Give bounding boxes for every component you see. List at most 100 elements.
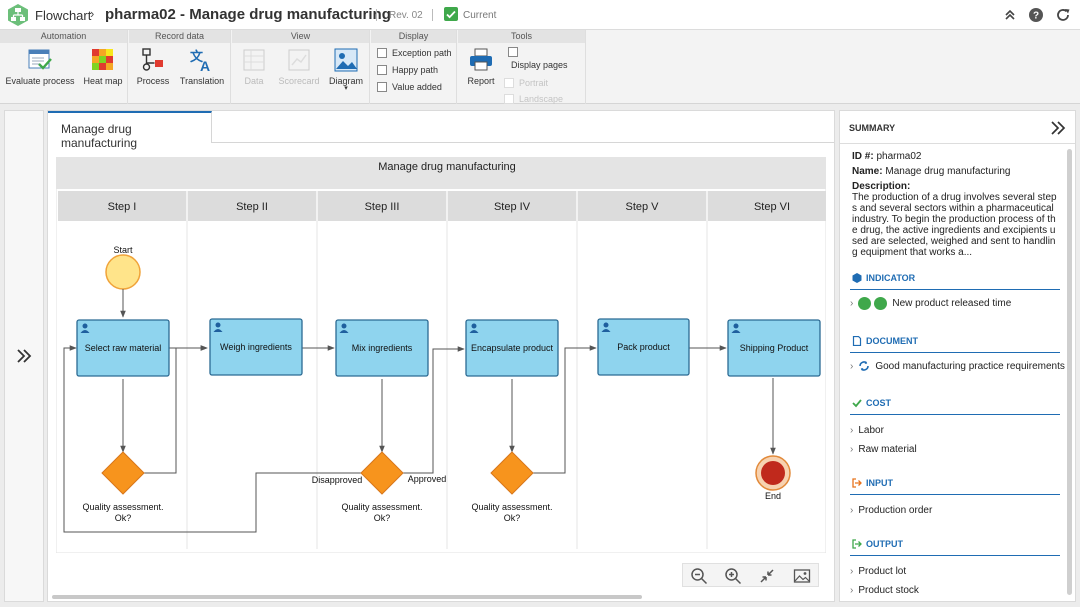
- task-node[interactable]: Select raw material: [76, 319, 170, 377]
- output-section-title[interactable]: OUTPUT: [850, 539, 1060, 556]
- scorecard-button[interactable]: Scorecard: [274, 47, 324, 86]
- indicator-item-label: New product released time: [892, 298, 1012, 309]
- decision-gateway[interactable]: Quality assessment.Ok?: [471, 451, 553, 523]
- user-task-icon: [213, 322, 223, 332]
- diagram-panel: Manage drug manufacturing Manage drug ma…: [47, 110, 835, 602]
- display-pages-checkbox[interactable]: Display pages: [508, 47, 568, 70]
- output-item[interactable]: ›Product stock: [850, 585, 919, 596]
- checkbox-box[interactable]: [377, 48, 387, 58]
- document-icon: [852, 336, 862, 346]
- lane-title: Step III: [365, 201, 400, 213]
- fit-to-screen-icon[interactable]: [758, 567, 776, 585]
- task-label: Mix ingredients: [352, 343, 413, 353]
- help-icon[interactable]: ?: [1027, 6, 1045, 24]
- happy-path-checkbox[interactable]: Happy path: [377, 65, 438, 75]
- exception-path-checkbox[interactable]: Exception path: [377, 48, 452, 58]
- lane-title: Step II: [236, 201, 268, 213]
- input-heading: INPUT: [866, 478, 893, 488]
- expand-right-icon[interactable]: [13, 345, 35, 367]
- chevron-right-icon: ›: [850, 425, 854, 436]
- collapse-up-icon[interactable]: [1001, 6, 1019, 24]
- heat-map-button[interactable]: Heat map: [80, 47, 126, 86]
- landscape-option[interactable]: Landscape: [504, 94, 563, 104]
- document-section-title[interactable]: DOCUMENT: [850, 336, 1060, 353]
- start-label: Start: [113, 245, 133, 255]
- description-heading: Description:: [852, 181, 911, 192]
- svg-text:?: ?: [1033, 11, 1039, 22]
- value-added-label: Value added: [392, 82, 442, 92]
- landscape-label: Landscape: [519, 94, 564, 104]
- cost-item[interactable]: ›Raw material: [850, 444, 917, 455]
- status-dot-icon: [858, 297, 872, 310]
- checkbox-box[interactable]: [377, 65, 387, 75]
- indicator-section-title[interactable]: INDICATOR: [850, 273, 1060, 290]
- translation-icon: 文 A: [190, 49, 210, 73]
- decision-gateway[interactable]: Quality assessment.Ok?: [341, 451, 423, 523]
- user-task-icon: [601, 322, 611, 332]
- report-button[interactable]: Report: [464, 47, 498, 86]
- status-dot-icon: [874, 297, 888, 310]
- ribbon-group-title: Record data: [129, 30, 230, 43]
- description-text: The production of a drug involves severa…: [852, 192, 1057, 258]
- task-node[interactable]: Weigh ingredients: [209, 318, 303, 376]
- landscape-icon: [504, 94, 514, 104]
- app-name[interactable]: Flowchart: [35, 8, 92, 23]
- heat-map-icon: [92, 49, 113, 70]
- header-divider: [376, 9, 377, 21]
- decision-gateway[interactable]: Quality assessment.Ok?: [82, 451, 164, 523]
- indicator-item[interactable]: › New product released time: [850, 297, 1011, 310]
- task-node[interactable]: Pack product: [597, 318, 690, 376]
- chevron-right-icon: ›: [850, 566, 854, 577]
- diagram-button[interactable]: Diagram ▾: [326, 47, 366, 92]
- heat-map-label: Heat map: [83, 76, 123, 86]
- checkbox-box[interactable]: [377, 82, 387, 92]
- gateway-label: Ok?: [115, 513, 132, 523]
- report-label: Report: [467, 76, 495, 86]
- evaluate-process-button[interactable]: Evaluate process: [4, 47, 76, 86]
- summary-id: ID #: pharma02: [840, 151, 921, 162]
- portrait-option[interactable]: Portrait: [504, 78, 548, 88]
- summary-scrollbar[interactable]: [1067, 149, 1072, 595]
- input-icon: [852, 478, 862, 488]
- refresh-icon[interactable]: [1054, 6, 1072, 24]
- diagram-icon: [334, 48, 358, 72]
- lane-header: [188, 191, 316, 221]
- input-section-title[interactable]: INPUT: [850, 478, 1060, 495]
- header-divider: [432, 9, 433, 21]
- indicator-icon: [852, 273, 862, 283]
- lane-title: Step V: [625, 201, 659, 213]
- ribbon-group-tools: Tools Report Display pages Portrait Land…: [458, 30, 586, 104]
- export-image-icon[interactable]: [793, 567, 811, 585]
- cost-item[interactable]: ›Labor: [850, 425, 884, 436]
- connector: [144, 345, 208, 474]
- zoom-out-icon[interactable]: [690, 567, 708, 585]
- cost-section-title[interactable]: COST: [850, 398, 1060, 415]
- translation-button[interactable]: 文 A Translation: [177, 47, 227, 86]
- data-button[interactable]: Data: [236, 47, 272, 86]
- input-item[interactable]: ›Production order: [850, 505, 932, 516]
- task-node[interactable]: Shipping Product: [727, 319, 821, 377]
- zoom-in-icon[interactable]: [724, 567, 742, 585]
- horizontal-scrollbar[interactable]: [52, 595, 642, 599]
- process-button[interactable]: Process: [133, 47, 173, 86]
- document-item[interactable]: › Good manufacturing practice requiremen…: [850, 360, 1065, 372]
- task-label: Select raw material: [85, 343, 162, 353]
- user-task-icon: [339, 323, 349, 333]
- task-label: Shipping Product: [740, 343, 809, 353]
- gateway-diamond: [101, 451, 145, 495]
- start-event[interactable]: [105, 254, 141, 290]
- name-label: Name:: [852, 166, 883, 177]
- task-node[interactable]: Mix ingredients: [335, 319, 429, 377]
- data-label: Data: [244, 76, 264, 86]
- value-added-checkbox[interactable]: Value added: [377, 82, 442, 92]
- output-item[interactable]: ›Product lot: [850, 566, 906, 577]
- indicator-heading: INDICATOR: [866, 273, 916, 283]
- collapse-panel-icon[interactable]: [1049, 119, 1067, 137]
- user-task-icon: [731, 323, 741, 333]
- output-item-label: Product stock: [858, 585, 919, 596]
- tab-manage-drug-manufacturing[interactable]: Manage drug manufacturing: [48, 111, 212, 150]
- checkbox-box[interactable]: [508, 47, 518, 57]
- gateway-label: Quality assessment.: [82, 502, 163, 512]
- summary-body: ID #: pharma02 Name: Manage drug manufac…: [840, 145, 1066, 601]
- task-node[interactable]: Encapsulate product: [465, 319, 559, 377]
